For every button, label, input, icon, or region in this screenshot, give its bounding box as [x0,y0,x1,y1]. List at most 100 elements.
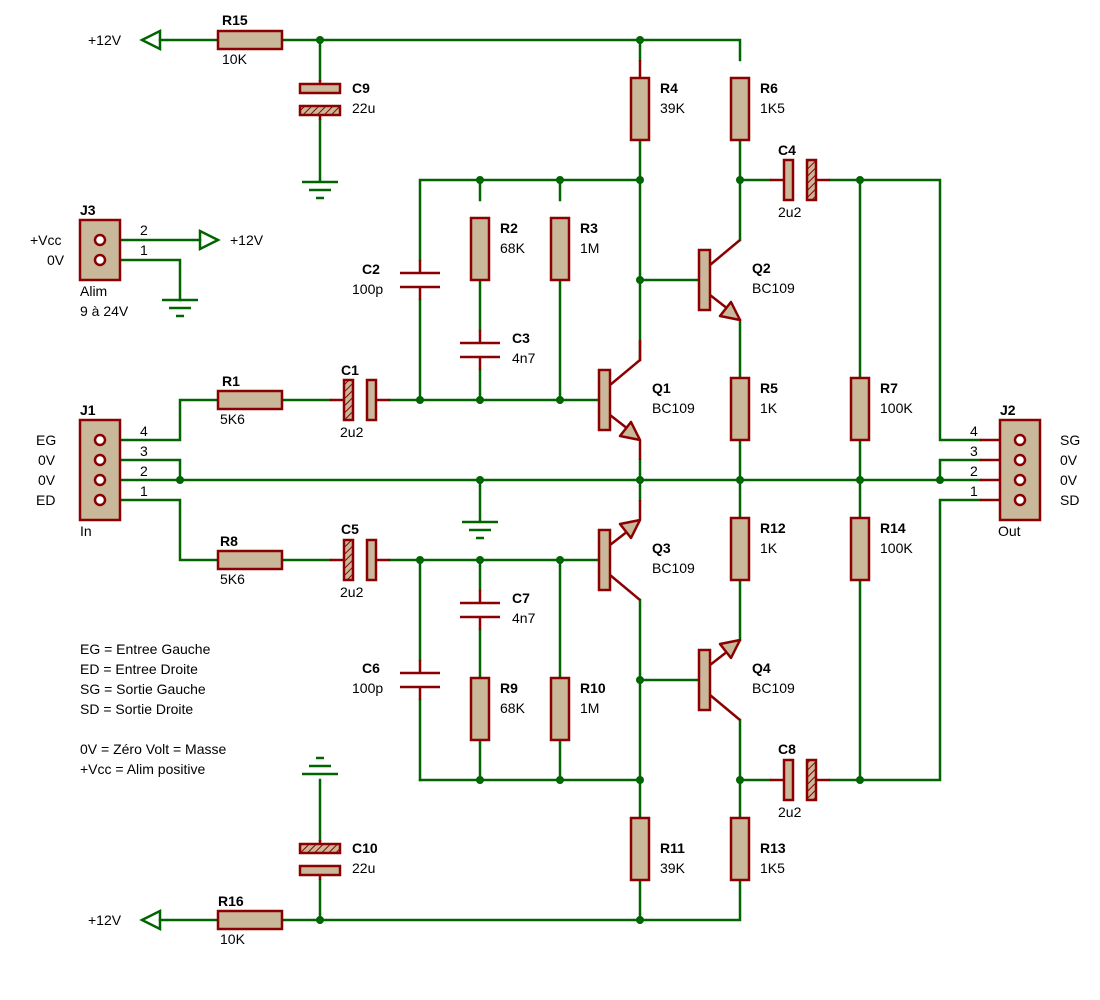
resistor-ref: R9 [500,680,518,696]
pin-icon [1013,453,1027,467]
transistor-q4[interactable]: Q4 BC109 [697,638,795,721]
resistor-value: 100K [880,400,913,416]
pin-number: 1 [140,483,148,499]
pin-icon [93,453,107,467]
resistor-r6[interactable]: R6 1K5 [729,76,785,142]
junction-dot [636,36,644,44]
transistor-value: BC109 [652,560,695,576]
supply-bottom: +12V [88,908,162,932]
junction-dot [636,676,644,684]
junction-dot [556,396,564,404]
transistor-q1[interactable]: Q1 BC109 [597,340,695,460]
legend-line: SD = Sortie Droite [80,701,193,717]
signal-label: 0V [1060,452,1078,468]
junction-dot [556,776,564,784]
resistor-ref: R14 [880,520,906,536]
signal-label: 0V [38,452,56,468]
junction-dot [736,776,744,784]
capacitor-c10[interactable]: C10 22u [298,840,378,880]
resistor-r15[interactable]: R15 10K [216,12,284,67]
connector-j3[interactable]: J3 2 1 +Vcc 0V Alim 9 à 24V [30,202,148,319]
resistor-ref: R3 [580,220,598,236]
resistor-ref: R5 [760,380,778,396]
signal-label: 0V [38,472,56,488]
resistor-r14[interactable]: R14 100K [849,516,913,582]
junction-dot [736,476,744,484]
capacitor-ref: C10 [352,840,378,856]
capacitor-c4[interactable]: C4 2u2 [770,142,830,220]
legend-line: +Vcc = Alim positive [80,761,205,777]
legend-line: ED = Entree Droite [80,661,198,677]
transistor-q3[interactable]: Q3 BC109 [597,500,695,601]
pin-icon [93,253,107,267]
junction-dot [556,176,564,184]
resistor-ref: R1 [222,373,240,389]
junction-dot [416,556,424,564]
connector-label: Alim [80,283,107,299]
junction-dot [476,176,484,184]
signal-label: 0V [1060,472,1078,488]
supply-label: +12V [88,32,122,48]
capacitor-ref: C6 [362,660,380,676]
capacitor-c9[interactable]: C9 22u [298,80,375,120]
resistor-ref: R4 [660,80,678,96]
signal-label: ED [36,492,55,508]
pin-icon [1013,433,1027,447]
capacitor-c5[interactable]: C5 2u2 [330,521,390,600]
supply-arrow-icon [139,908,162,932]
supply-label: +12V [230,232,264,248]
transistor-value: BC109 [752,280,795,296]
legend-line: SG = Sortie Gauche [80,681,206,697]
ground-mid [462,520,498,540]
resistor-r12[interactable]: R12 1K [729,516,786,582]
connector-label: Out [998,523,1021,539]
resistor-r1[interactable]: R1 5K6 [216,373,284,427]
junction-dot [476,556,484,564]
ground-c10 [302,756,338,776]
resistor-r2[interactable]: R2 68K [469,216,526,282]
resistor-r8[interactable]: R8 5K6 [216,533,284,587]
resistor-value: 39K [660,100,686,116]
resistor-r9[interactable]: R9 68K [469,676,526,742]
supply-top: +12V [88,28,162,52]
resistor-r13[interactable]: R13 1K5 [729,816,786,882]
resistor-r5[interactable]: R5 1K [729,376,778,442]
capacitor-value: 4n7 [512,610,536,626]
resistor-r4[interactable]: R4 39K [629,60,686,142]
supply-label: +12V [88,912,122,928]
capacitor-c6[interactable]: C6 100p [352,660,440,700]
pin-number: 2 [140,463,148,479]
junction-dot [636,476,644,484]
resistor-r11[interactable]: R11 39K [629,816,686,882]
supply-j3: +12V [198,228,264,252]
resistor-value: 1M [580,700,599,716]
connector-j2[interactable]: J2 4 3 2 1 SG 0V 0V SD Out [970,402,1080,539]
emitter-arrow-icon [618,420,642,442]
capacitor-value: 4n7 [512,350,536,366]
capacitor-c1[interactable]: C1 2u2 [330,362,390,440]
transistor-q2[interactable]: Q2 BC109 [697,239,795,322]
resistor-ref: R6 [760,80,778,96]
junction-dot [936,476,944,484]
junction-dot [636,776,644,784]
capacitor-c7[interactable]: C7 4n7 [460,590,536,630]
transistor-ref: Q3 [652,540,671,556]
connector-j1[interactable]: J1 4 3 2 1 EG 0V 0V ED In [36,402,148,539]
ground-j3 [162,298,198,318]
resistor-r10[interactable]: R10 1M [549,676,606,742]
resistor-r3[interactable]: R3 1M [549,216,599,282]
capacitor-c3[interactable]: C3 4n7 [460,330,536,370]
junction-dot [316,36,324,44]
resistor-r16[interactable]: R16 10K [216,893,284,947]
capacitor-ref: C9 [352,80,370,96]
signal-label: +Vcc [30,232,62,248]
resistor-value: 68K [500,240,526,256]
resistor-r7[interactable]: R7 100K [849,376,913,442]
capacitor-c2[interactable]: C2 100p [352,260,440,300]
resistor-ref: R15 [222,12,248,28]
pin-icon [1013,473,1027,487]
capacitor-ref: C4 [778,142,796,158]
resistor-value: 100K [880,540,913,556]
capacitor-c8[interactable]: C8 2u2 [770,741,830,820]
pin-number: 3 [970,443,978,459]
